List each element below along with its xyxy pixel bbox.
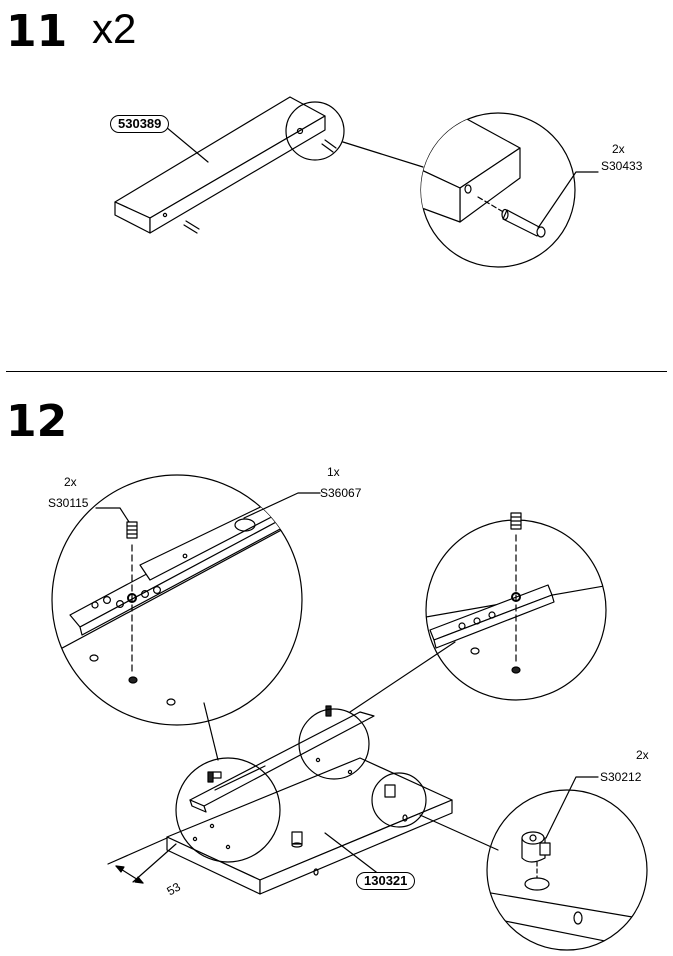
- detail-connector: [342, 141, 424, 168]
- section-divider: [6, 371, 667, 372]
- panel-130321: [166, 757, 453, 895]
- drawer-rail: [189, 705, 375, 813]
- step-11-drawing: [114, 96, 599, 268]
- rail-code: S36067: [320, 486, 362, 500]
- part-label-130321: 130321: [356, 872, 416, 890]
- dowel-icon: [183, 139, 337, 234]
- step-12-number: 12: [6, 396, 68, 447]
- board-530389: [114, 96, 326, 234]
- detail-circle-small: [285, 101, 345, 161]
- dowel-detail-zoom: [420, 112, 599, 268]
- cam-detail-zoom: [486, 776, 648, 951]
- detail-circle-left: [175, 757, 281, 863]
- connector-left: [203, 702, 219, 761]
- cam-quantity: 2x: [636, 748, 649, 762]
- screw-quantity: 2x: [64, 475, 77, 489]
- connector-cam: [419, 814, 499, 851]
- step-11-multiplier: x2: [92, 5, 137, 52]
- step-12-drawing: [51, 474, 648, 951]
- rail-detail-left: [51, 474, 321, 726]
- cam-code: S30212: [600, 770, 642, 784]
- dowel-quantity: 2x: [612, 142, 625, 156]
- step-11-number: 11: [6, 6, 68, 57]
- detail-circle-right: [298, 708, 370, 780]
- part-label-530389: 530389: [110, 115, 170, 133]
- rail-detail-right: [425, 512, 607, 701]
- connector-right: [349, 641, 456, 713]
- dowel-code: S30433: [601, 159, 643, 173]
- detail-circle-cam: [371, 772, 427, 828]
- screw-code: S30115: [48, 496, 89, 510]
- dimension-53: [107, 837, 177, 884]
- rail-quantity: 1x: [327, 465, 340, 479]
